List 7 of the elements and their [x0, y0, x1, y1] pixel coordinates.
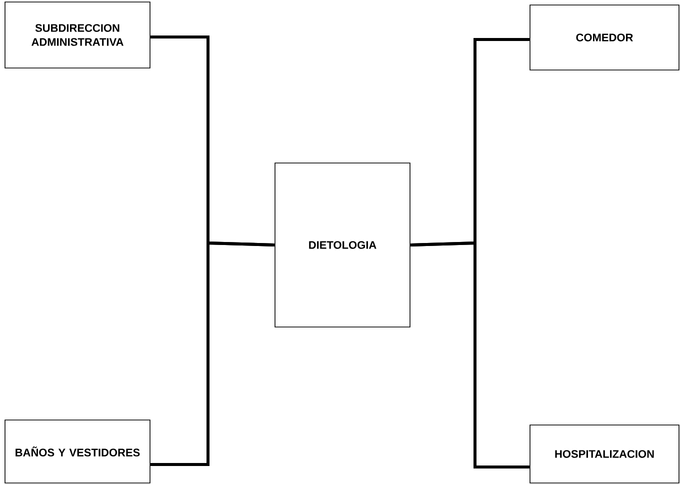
process-box: BAÑOS Y VESTIDORES [4, 420, 150, 484]
process-box: SUBDIRECCION ADMINISTRATIVA [4, 2, 150, 68]
connector-line [150, 241, 275, 466]
process-box: COMEDOR [530, 4, 680, 70]
process-box: HOSPITALIZACION [530, 424, 680, 484]
process-box: DIETOLOGIA [274, 162, 410, 328]
connector-line [410, 241, 530, 468]
